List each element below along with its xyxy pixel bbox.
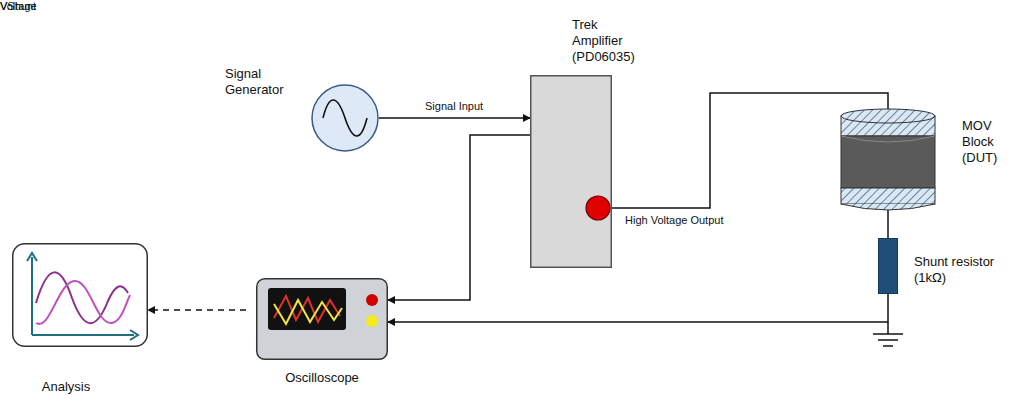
analysis-panel: Analysis <box>12 243 148 347</box>
ground-symbol <box>873 322 903 346</box>
signal-wire <box>388 135 530 300</box>
node-heading: Trek Amplifier (PD06035) <box>572 17 644 65</box>
node-heading: Signal Generator <box>225 66 297 98</box>
node-heading: Oscilloscope <box>256 370 388 386</box>
oscilloscope-body <box>256 278 388 360</box>
node-heading: Shunt resistor (1kΩ) <box>914 254 1014 286</box>
wire-label: Signal Input <box>425 100 483 113</box>
mov-cylinder <box>840 108 936 212</box>
signal-wire <box>388 294 888 322</box>
signal-wire <box>379 117 530 119</box>
generator-circle <box>311 84 379 152</box>
signal-generator: Signal Generator <box>311 84 379 152</box>
mov-block: MOV Block (DUT) <box>840 108 936 212</box>
resistor-symbol <box>878 238 898 294</box>
amplifier-box: Trek Amplifier (PD06035) <box>530 75 612 268</box>
shunt-resistor: Shunt resistor (1kΩ) <box>878 238 898 294</box>
node-heading: Analysis <box>0 379 134 395</box>
signal-wire <box>887 208 889 238</box>
oscilloscope: Oscilloscope <box>256 278 388 360</box>
port-label: High Voltage Output <box>625 214 723 227</box>
amplifier-body <box>530 75 612 268</box>
node-heading: MOV Block (DUT) <box>962 118 1008 166</box>
analysis-chart <box>12 243 148 347</box>
signal-wire <box>148 309 246 311</box>
wire-label: Voltage <box>0 0 37 13</box>
